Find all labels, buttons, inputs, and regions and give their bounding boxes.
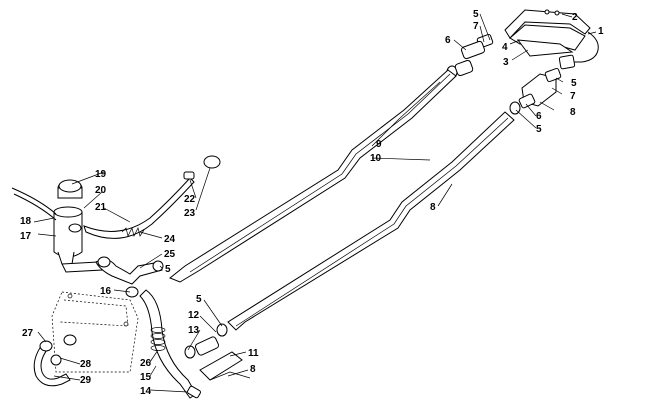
callout-22: 22	[184, 194, 196, 205]
cooling-tube-10	[227, 111, 515, 331]
clamp-ring	[203, 155, 221, 169]
callout-2: 2	[572, 12, 578, 23]
callout-5-right: 5	[571, 78, 577, 89]
callout-15: 15	[140, 372, 152, 383]
lower-tube-fittings	[184, 323, 251, 381]
callout-14: 14	[140, 386, 152, 397]
callout-25: 25	[164, 249, 176, 260]
callout-8-mid: 8	[430, 202, 436, 213]
callout-1: 1	[598, 26, 604, 37]
callout-12: 12	[188, 310, 200, 321]
callout-26: 26	[140, 358, 152, 369]
callout-5: 5	[473, 9, 479, 20]
right-hose-fittings	[509, 67, 562, 115]
upper-hose-fittings	[446, 33, 494, 79]
callout-9: 9	[376, 139, 382, 150]
callout-11: 11	[248, 348, 259, 359]
callout-6: 6	[445, 35, 451, 46]
callout-5-mid: 5	[165, 264, 171, 275]
callout-5-right-lower: 5	[536, 124, 542, 135]
callout-6-right: 6	[536, 111, 542, 122]
callout-27: 27	[22, 328, 34, 339]
callout-20: 20	[95, 185, 107, 196]
spring	[121, 226, 145, 238]
callout-7-right: 7	[570, 91, 576, 102]
upper-heat-exchanger-assembly	[504, 9, 599, 70]
callout-8-right: 8	[570, 107, 576, 118]
callout-19: 19	[95, 169, 107, 180]
callout-28: 28	[80, 359, 92, 370]
callout-29: 29	[80, 375, 92, 386]
cooling-tube-9	[169, 69, 457, 283]
callout-10: 10	[370, 153, 382, 164]
overflow-hose	[83, 177, 195, 239]
hose-connector	[95, 256, 164, 298]
callout-8-lower: 8	[250, 364, 256, 375]
callout-4: 4	[502, 42, 508, 53]
callout-13: 13	[188, 325, 200, 336]
callout-3: 3	[503, 57, 509, 68]
radiator-bracket	[51, 291, 139, 373]
lower-hose	[139, 289, 197, 399]
callout-labels: 1 2 3 4 5 7 6 5 7 8 6 5 9 10 8 19 20 21 …	[20, 9, 604, 397]
callout-18: 18	[20, 216, 32, 227]
leader-lines	[33, 13, 597, 393]
callout-16: 16	[100, 286, 112, 297]
vent-hose	[11, 187, 57, 215]
callout-21: 21	[95, 202, 107, 213]
callout-7: 7	[473, 21, 479, 32]
callout-24: 24	[164, 234, 176, 245]
callout-23: 23	[184, 208, 196, 219]
callout-5-lower: 5	[196, 294, 202, 305]
small-hose	[33, 341, 71, 387]
callout-17: 17	[20, 231, 32, 242]
